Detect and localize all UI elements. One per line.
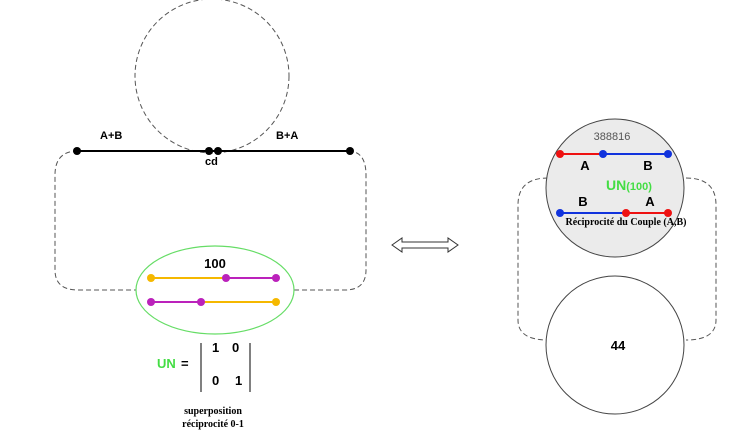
dot-red-start-top <box>556 150 564 158</box>
label-b-plus-a: B+A <box>276 130 298 142</box>
dot-yellow-end-bottom <box>272 298 280 306</box>
matrix-cell-12: 0 <box>232 340 239 355</box>
label-b-bottom: B <box>578 194 587 209</box>
dot-red-end-bottom <box>664 209 672 217</box>
endpoint-cd-right <box>214 147 222 155</box>
caption-superposition: superposition <box>184 406 242 417</box>
un-label-left: UN <box>157 356 176 371</box>
dot-red-mid-bottom <box>622 209 630 217</box>
bottom-circle-value: 44 <box>611 338 626 353</box>
un-label-right: UN(100) <box>606 177 652 193</box>
top-dashed-circle <box>134 0 290 154</box>
dot-yellow-top <box>147 274 155 282</box>
matrix-cell-21: 0 <box>212 373 219 388</box>
label-cd: cd <box>205 156 218 168</box>
label-a-top: A <box>580 158 590 173</box>
label-b-top: B <box>643 158 652 173</box>
dot-blue-start-bottom <box>556 209 564 217</box>
dot-magenta-mid-top <box>222 274 230 282</box>
dashed-loop <box>54 150 367 291</box>
dot-blue-end-top <box>664 150 672 158</box>
label-a-bottom: A <box>645 194 655 209</box>
endpoint-left <box>73 147 81 155</box>
matrix-cell-22: 1 <box>235 373 242 388</box>
equals-sign: = <box>181 356 189 371</box>
dot-magenta-mid-bottom <box>197 298 205 306</box>
dot-magenta-bottom <box>147 298 155 306</box>
right-dashed-loop <box>517 177 717 341</box>
endpoint-cd-left <box>205 147 213 155</box>
ellipse-value: 100 <box>204 256 226 271</box>
matrix-cell-11: 1 <box>212 340 219 355</box>
endpoint-right <box>346 147 354 155</box>
label-a-plus-b: A+B <box>100 130 122 142</box>
superposition-ellipse <box>135 245 295 335</box>
dot-blue-mid-top <box>599 150 607 158</box>
number-label: 388816 <box>594 131 631 143</box>
bottom-solid-circle <box>545 275 685 415</box>
dot-magenta-end-top <box>272 274 280 282</box>
caption-reciprocite: réciprocité 0-1 <box>182 419 244 430</box>
reciprocity-caption: Réciprocité du Couple (A,B) <box>566 217 687 228</box>
double-arrow-icon <box>391 237 459 253</box>
